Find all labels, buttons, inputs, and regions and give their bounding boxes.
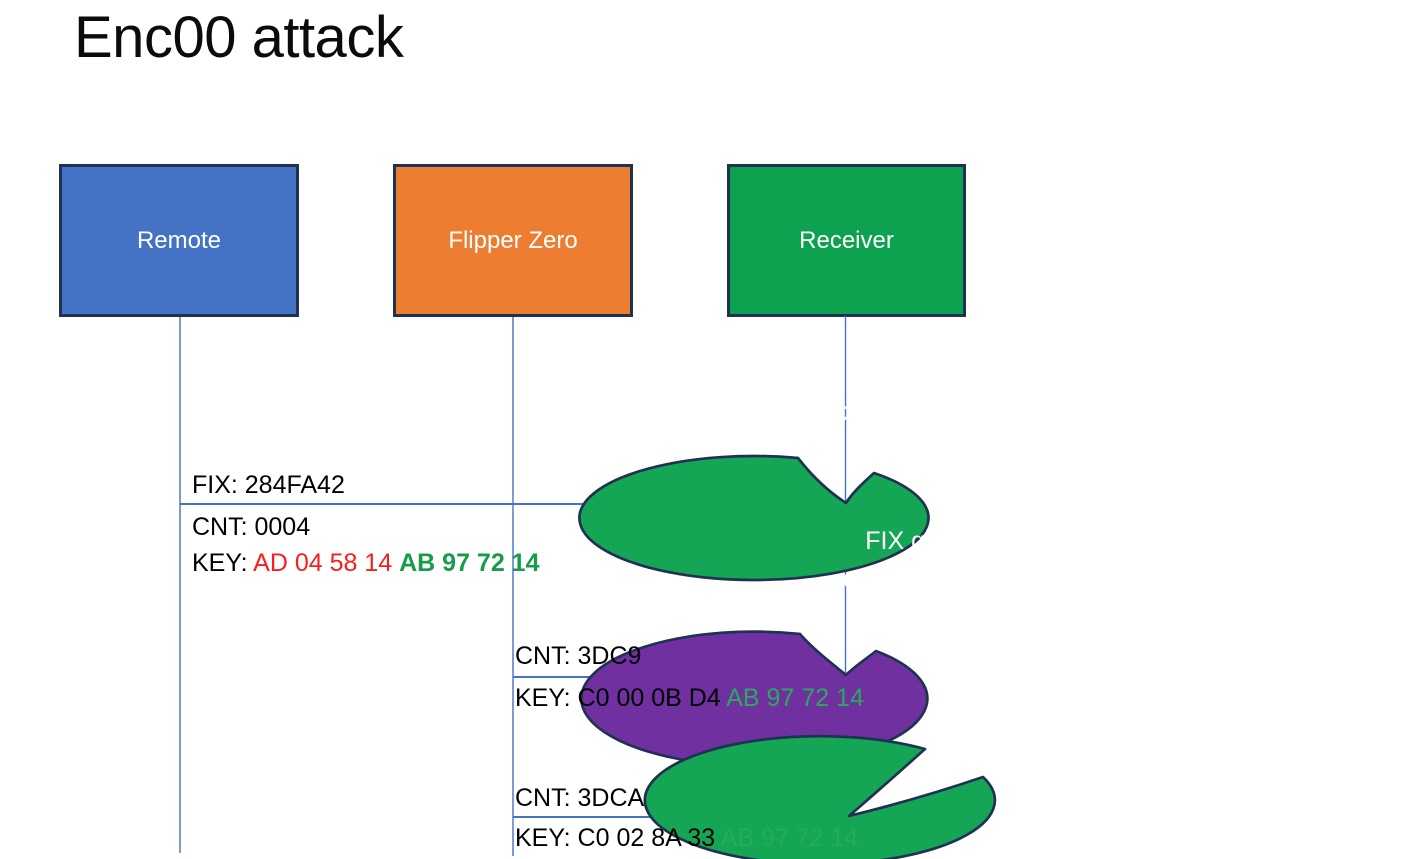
message-1-fix: FIX: 284FA42 (192, 471, 345, 499)
message-3-key-label: KEY: C0 02 8A 33 (515, 824, 721, 852)
actor-label-flipper-zero: Flipper Zero (448, 226, 578, 254)
actor-label-remote: Remote (136, 226, 222, 254)
speech-bubble-2-line-1: FIX good (865, 527, 967, 555)
speech-bubble-3-shape (643, 734, 997, 859)
speech-bubble-2-line-2: CNT 3DC9 is (842, 567, 990, 595)
actor-box-flipper-zero: Flipper Zero (393, 164, 633, 317)
speech-bubble-1-line-3: “Opened” (865, 440, 971, 468)
message-2-cnt: CNT: 3DC9 (515, 642, 642, 670)
speech-bubble-3-line-2: CNT is 3DCA (1015, 709, 1165, 737)
speech-bubble-1-shape (578, 454, 930, 582)
message-3-cnt: CNT: 3DCA (515, 784, 645, 812)
message-1-key-label: KEY: (192, 549, 254, 577)
speech-bubble-1-text: FIX good CNT 0001 good “Opened” (748, 354, 1088, 474)
message-2-key-label: KEY: C0 00 0B D4 (515, 684, 727, 712)
message-3-key: KEY: C0 02 8A 33 AB 97 72 14 (515, 823, 858, 854)
message-1-key-red-bytes: AD 04 58 14 (253, 549, 400, 577)
speech-bubble-3-line-3: “Opened” (1037, 747, 1143, 775)
message-2-key: KEY: C0 00 0B D4 AB 97 72 14 (515, 683, 864, 714)
speech-bubble-3-text: FIX good CNT is 3DCA “Opened” (920, 666, 1260, 780)
actor-box-receiver: Receiver (727, 164, 966, 317)
message-1-key-green-bytes: AB 97 72 14 (399, 549, 540, 577)
actor-box-remote: Remote (59, 164, 299, 317)
speech-bubble-1-line-1: FIX good (867, 360, 969, 388)
speech-bubble-2-line-3: future code (853, 607, 979, 635)
message-3-key-green-bytes: AB 97 72 14 (720, 824, 859, 852)
speech-bubble-1-line-2: CNT 0001 good (829, 400, 1007, 428)
message-1-key: KEY: AD 04 58 14 AB 97 72 14 (192, 548, 539, 579)
actor-label-receiver: Receiver (799, 226, 894, 254)
speech-bubble-3-line-1: FIX good (1039, 671, 1141, 699)
message-1-cnt: CNT: 0004 (192, 513, 311, 541)
message-2-key-green-bytes: AB 97 72 14 (726, 684, 864, 712)
page-title: Enc00 attack (74, 5, 404, 70)
speech-bubble-2-text: FIX good CNT 3DC9 is future code (746, 521, 1086, 641)
